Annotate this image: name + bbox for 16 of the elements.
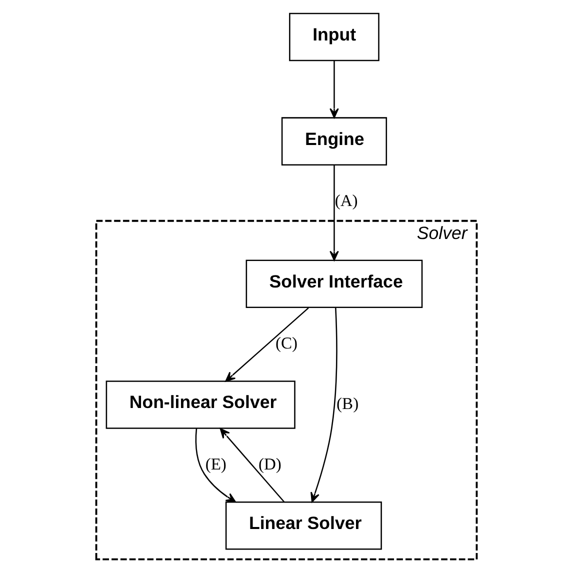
node-box: Linear Solver xyxy=(224,501,382,550)
node-box: Engine xyxy=(280,117,387,166)
node-box: Input xyxy=(288,12,379,62)
arrow xyxy=(194,428,236,502)
edge-label: (A) xyxy=(334,191,358,210)
arrow xyxy=(310,308,337,502)
edge-label: (C) xyxy=(274,334,298,353)
arrow xyxy=(224,307,308,382)
node-box: Solver Interface xyxy=(245,260,422,308)
node-box: Non-linear Solver xyxy=(105,380,295,429)
edge-label: (E) xyxy=(204,454,226,474)
edge-label: (D) xyxy=(258,454,281,474)
edge-label: (B) xyxy=(336,394,358,414)
arrow xyxy=(329,60,338,118)
arrow xyxy=(329,165,338,261)
arrow xyxy=(219,428,284,502)
